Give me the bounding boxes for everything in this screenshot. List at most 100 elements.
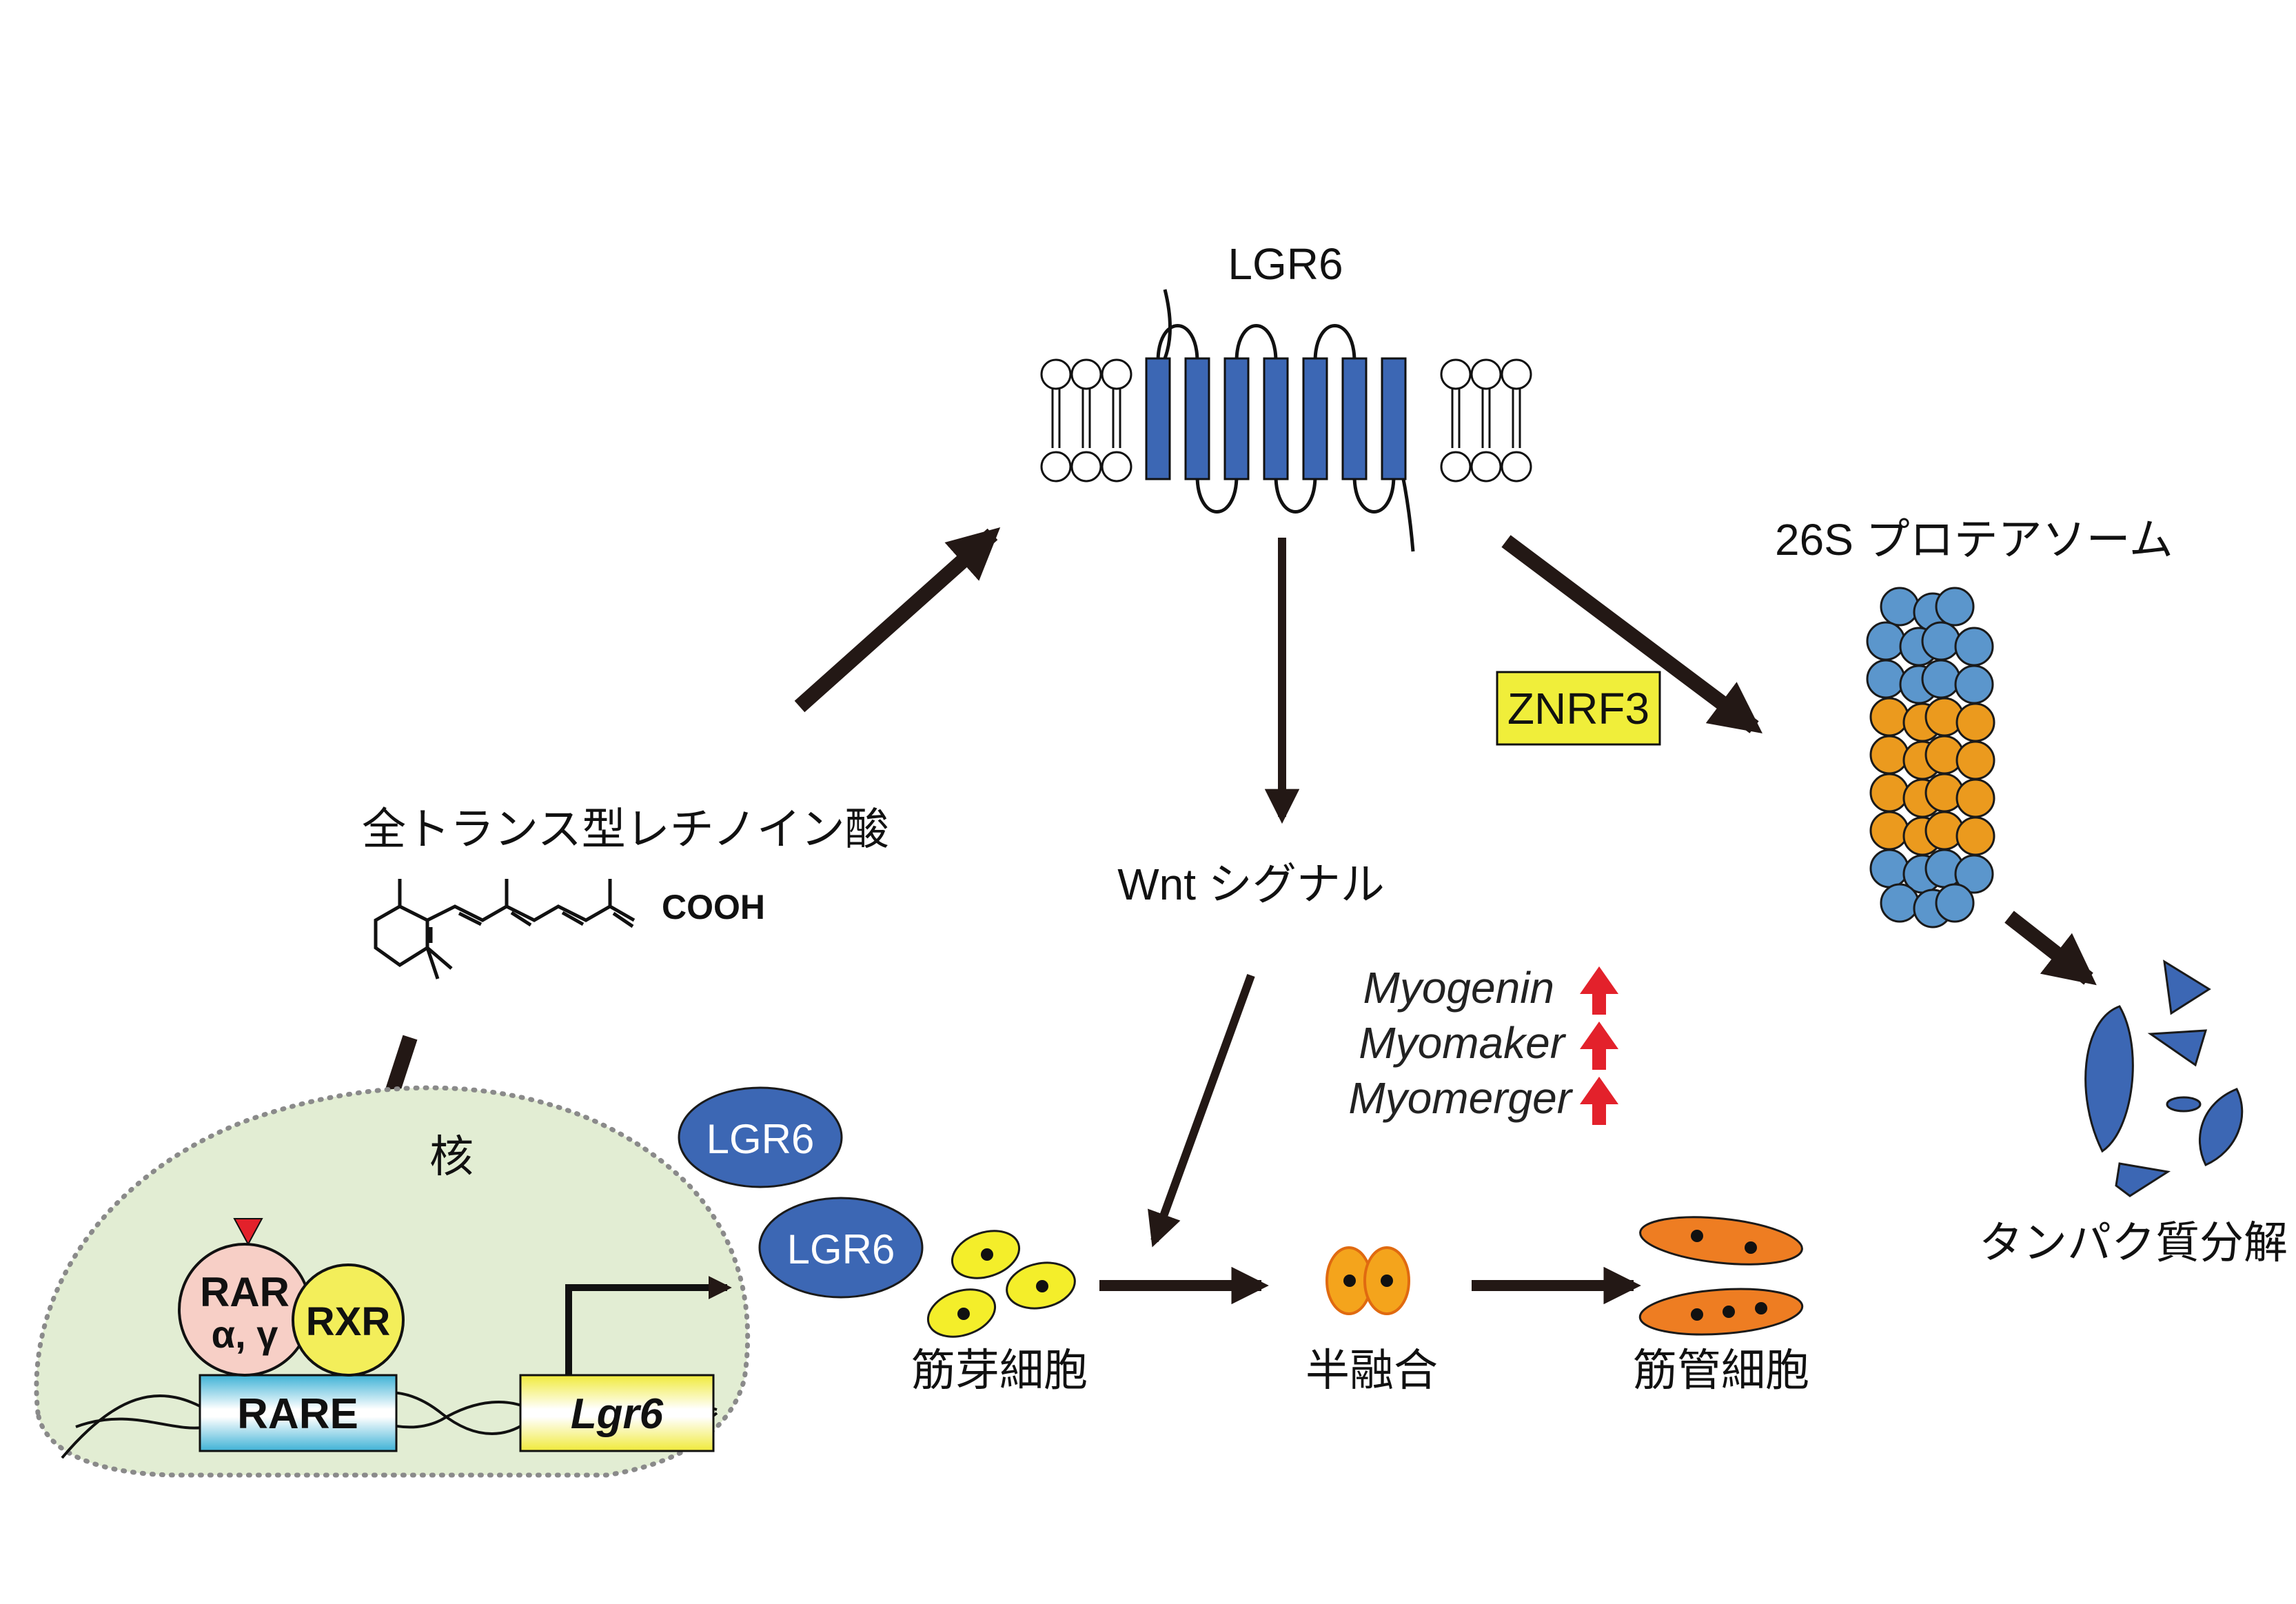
gene-myogenin: Myogenin [1363, 963, 1555, 1013]
proteasome-core-subunit [1955, 702, 1995, 742]
rare-element: RARE [199, 1374, 398, 1452]
gene-myomerger: Myomerger [1348, 1073, 1573, 1123]
receptor-loops [1156, 324, 1396, 514]
extracellular-loop [1156, 324, 1199, 363]
proteasome-core-subunit [1955, 816, 1995, 856]
gene-myomaker: Myomaker [1359, 1018, 1566, 1068]
n-terminal-tail [1163, 289, 1172, 359]
degradation-label: タンパク質分解 [1979, 1218, 2288, 1268]
proteasome-label: 26S プロテアソーム [1775, 515, 2173, 565]
znrf3-label: ZNRF3 [1507, 684, 1649, 733]
lgr6-gene-label: Lgr6 [571, 1390, 664, 1438]
proteasome-26s [1866, 587, 1995, 928]
myogenic-gene-list: Myogenin Myomaker Myomerger [1348, 963, 1618, 1125]
degraded-protein-fragments [2084, 960, 2244, 1197]
transmembrane-helix [1381, 357, 1407, 480]
intracellular-loop [1195, 475, 1239, 514]
fragment-bottom [2115, 1162, 2171, 1197]
myotube-label: 筋管細胞 [1633, 1346, 1809, 1395]
lipid-head [1501, 451, 1532, 483]
myoblasts [926, 1230, 1076, 1338]
lipid-head [1501, 358, 1532, 390]
cooh-label: COOH [662, 888, 765, 926]
lgr6-protein-2: LGR6 [758, 1197, 924, 1299]
rare-label: RARE [237, 1390, 358, 1438]
transmembrane-helix [1263, 357, 1289, 480]
proteasome-cap-subunit [1921, 621, 1961, 661]
transmembrane-helix [1145, 357, 1171, 480]
lipid-head [1470, 451, 1502, 483]
lipid-head [1040, 358, 1072, 390]
retinoic-acid-label: 全トランス型レチノイン酸 [362, 804, 889, 854]
transmembrane-helix [1341, 357, 1368, 480]
lgr6-membrane-label: LGR6 [1228, 239, 1343, 289]
arrow-proteasome-to-degradation [2004, 911, 2097, 986]
lgr6-protein-label-2: LGR6 [787, 1226, 895, 1272]
proteasome-core-subunit [1869, 773, 1909, 813]
arrow-ra-to-lgr6 [794, 527, 1001, 713]
lipid-head [1470, 358, 1502, 390]
wnt-signal-label: Wnt シグナル [1117, 860, 1385, 909]
lipid-head [1101, 451, 1132, 483]
proteasome-core-subunit [1955, 778, 1995, 818]
proteasome-cap-subunit [1935, 587, 1975, 627]
lipid-head [1440, 451, 1472, 483]
myotubes [1638, 1216, 1804, 1336]
rar-label: RAR [200, 1269, 289, 1315]
lipid-head [1040, 451, 1072, 483]
hemifusion-cells [1325, 1246, 1410, 1315]
lipid-head [1440, 358, 1472, 390]
lipid-bilayer [1040, 358, 1532, 483]
intracellular-loop [1274, 475, 1317, 514]
lipid-head [1070, 358, 1102, 390]
fragment-large [2084, 1005, 2134, 1153]
rxr-label: RXR [306, 1299, 390, 1344]
proteasome-cap-subunit [1935, 883, 1975, 923]
up-arrow-icon [1580, 1022, 1618, 1070]
proteasome-cap-subunit [1869, 849, 1909, 889]
rar-subtype-label: α, γ [212, 1312, 278, 1356]
proteasome-core-subunit [1869, 735, 1909, 775]
transmembrane-helices [1145, 357, 1407, 480]
arrow-lgr6-to-proteasome [1501, 535, 1762, 733]
fragment-small [2166, 1096, 2202, 1113]
hemifusion-label: 半融合 [1306, 1346, 1438, 1395]
znrf3-box: ZNRF3 [1496, 671, 1661, 746]
lgr6-protein-label-1: LGR6 [707, 1116, 815, 1162]
transmembrane-helix [1223, 357, 1250, 480]
upregulation-arrows [1580, 966, 1618, 1125]
proteasome-cap-subunit [1866, 621, 1906, 661]
retinoic-acid-structure [374, 879, 636, 979]
fragment-middle [2147, 1029, 2208, 1067]
transmembrane-helix [1302, 357, 1328, 480]
proteasome-core-subunit [1869, 697, 1909, 737]
proteasome-cap-subunit [1866, 659, 1906, 699]
intracellular-loop [1352, 475, 1396, 514]
transcription-start-arrow [565, 1275, 732, 1375]
arrow-wnt-to-fusion [1148, 973, 1255, 1248]
proteasome-core-subunit [1869, 811, 1909, 851]
nucleus-label: 核 [429, 1132, 474, 1181]
lipid-head [1101, 358, 1132, 390]
transmembrane-helix [1184, 357, 1210, 480]
ligand-binding-triangle [233, 1218, 263, 1246]
up-arrow-icon [1580, 1077, 1618, 1125]
proteasome-core-subunit [1955, 740, 1995, 780]
lgr6-gene: Lgr6 [519, 1374, 715, 1452]
lipid-head [1070, 451, 1102, 483]
proteasome-cap-subunit [1880, 883, 1920, 923]
myoblast-label: 筋芽細胞 [911, 1346, 1088, 1395]
proteasome-cap-subunit [1880, 587, 1920, 627]
rar-receptor: RAR α, γ [178, 1243, 312, 1377]
extracellular-loop [1313, 324, 1357, 363]
proteasome-cap-subunit [1921, 659, 1961, 699]
fragment-right [2198, 1088, 2244, 1166]
proteasome-cap-subunit [1954, 627, 1994, 667]
c-terminal-tail [1401, 475, 1415, 552]
proteasome-cap-subunit [1954, 664, 1994, 704]
lgr6-protein-1: LGR6 [678, 1086, 843, 1188]
up-arrow-icon [1580, 966, 1618, 1015]
rxr-receptor: RXR [292, 1263, 405, 1377]
proteasome-cap-subunit [1954, 854, 1994, 894]
